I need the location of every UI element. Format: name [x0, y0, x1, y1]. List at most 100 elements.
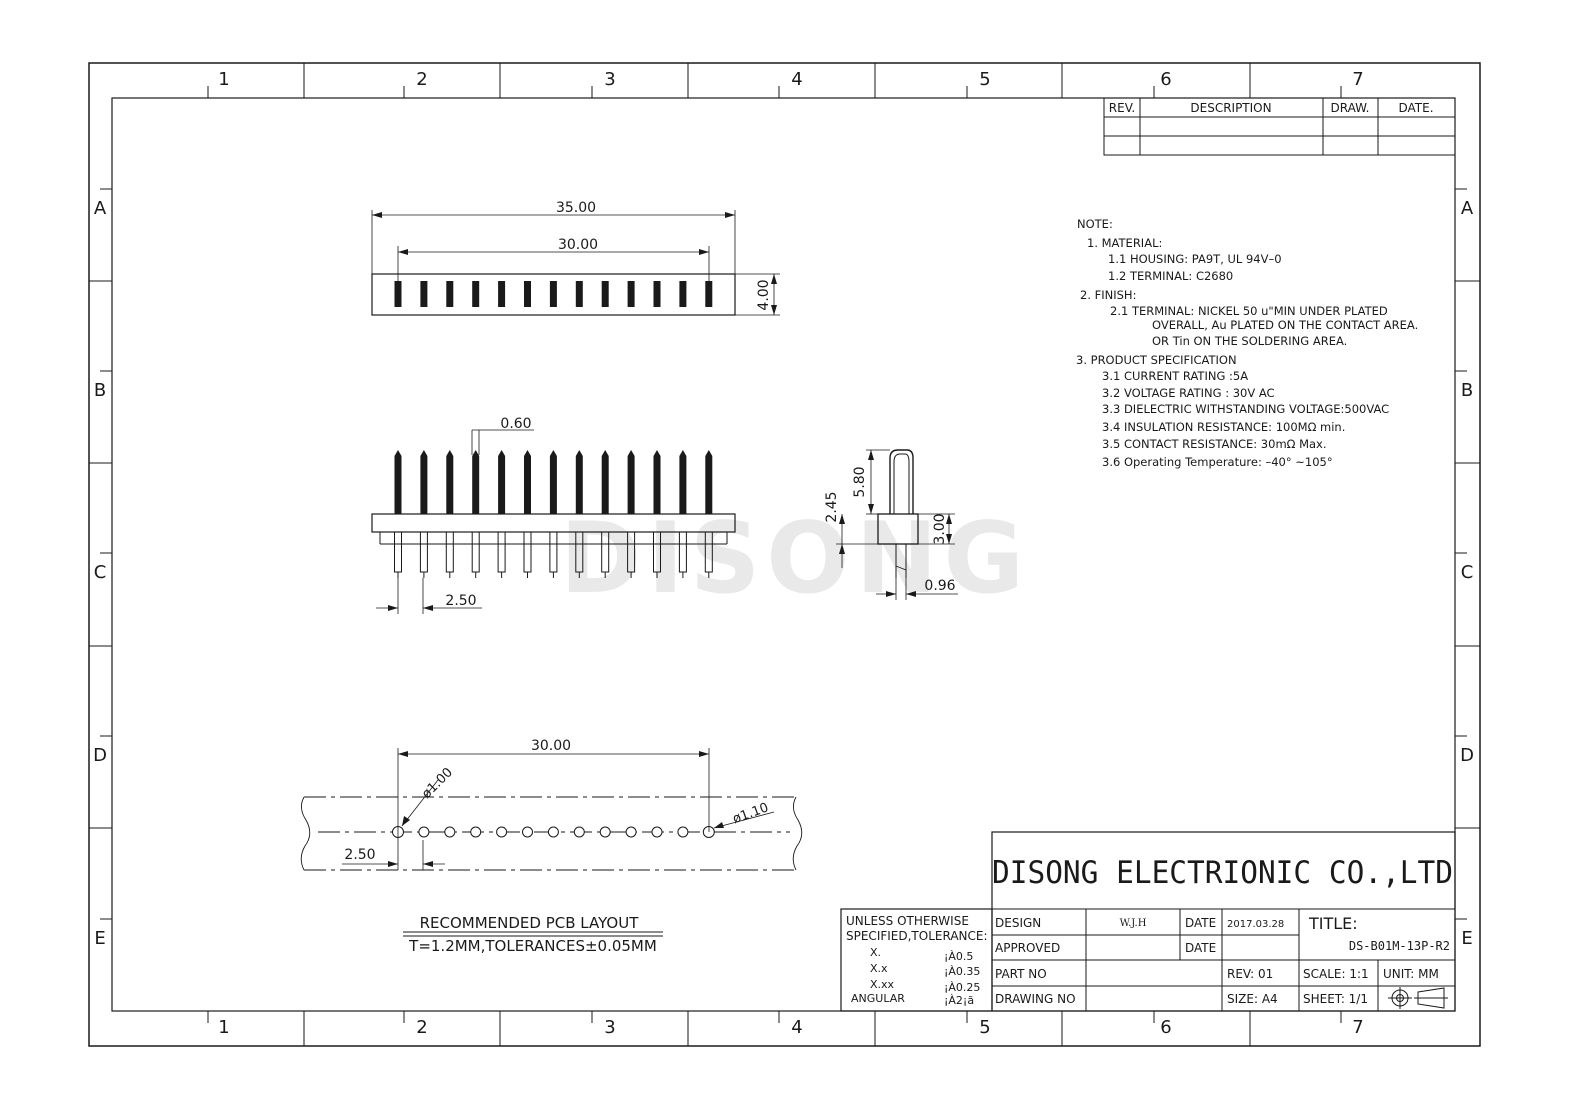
top-view-pin: [524, 281, 531, 307]
description-header: DESCRIPTION: [1190, 101, 1271, 115]
zone-col-label-top: 6: [1160, 69, 1171, 90]
dim-top-pitch-span: 30.00: [558, 237, 598, 253]
note-line: 3.5 CONTACT RESISTANCE: 30mΩ Max.: [1102, 437, 1327, 451]
pcb-hole: [444, 826, 456, 838]
approved-label: APPROVED: [995, 941, 1060, 955]
tol-angular-label: ANGULAR: [851, 992, 905, 1005]
note-line: 3.3 DIELECTRIC WITHSTANDING VOLTAGE:500V…: [1102, 402, 1389, 416]
zone-row-label-right: C: [1461, 562, 1474, 583]
pcb-hole: [547, 826, 559, 838]
note-line: 2. FINISH:: [1080, 288, 1136, 302]
zone-col-label-bottom: 6: [1160, 1017, 1171, 1038]
front-view-pins: [394, 450, 713, 578]
drawing-no-label: DRAWING NO: [995, 992, 1076, 1006]
zone-col-label-bottom: 3: [604, 1017, 615, 1038]
tolerance-heading-2: SPECIFIED,TOLERANCE:: [846, 929, 988, 943]
part-no-label: PART NO: [995, 967, 1047, 981]
dim-side-pin-height: 5.80: [852, 466, 868, 497]
rev-value: REV: 01: [1227, 967, 1273, 981]
note-line: 1.2 TERMINAL: C2680: [1108, 269, 1233, 283]
zone-row-label-right: B: [1461, 380, 1473, 401]
tol-x-value: ¡À0.5: [944, 950, 973, 963]
date-value: 2017.03.28: [1227, 919, 1284, 930]
zone-row-label-left: C: [94, 562, 107, 583]
note-line: OVERALL, Au PLATED ON THE CONTACT AREA.: [1152, 318, 1418, 332]
front-view-pin: [419, 450, 428, 578]
side-view-arrows: [839, 450, 952, 597]
note-line: 3.4 INSULATION RESISTANCE: 100MΩ min.: [1102, 420, 1345, 434]
note-line: 1. MATERIAL:: [1087, 236, 1162, 250]
top-view-pin: [549, 281, 557, 307]
unit-value: UNIT: MM: [1383, 967, 1439, 981]
tolerance-heading-1: UNLESS OTHERWISE: [846, 914, 969, 928]
tol-x-label: X.: [870, 946, 881, 959]
pcb-caption-spec: T=1.2MM,TOLERANCES±0.05MM: [408, 937, 657, 955]
scale-value: SCALE: 1:1: [1303, 967, 1369, 981]
front-view-pin: [704, 450, 713, 578]
note-line: 3. PRODUCT SPECIFICATION: [1076, 353, 1237, 367]
zone-row-label-right: E: [1461, 928, 1472, 949]
zone-row-label-right: A: [1461, 198, 1474, 219]
top-view: 35.00 30.00 4.00: [371, 200, 780, 316]
front-view-pin: [678, 450, 687, 578]
dim-pcb-hole-small: ø1.00: [419, 765, 456, 802]
pcb-hole: [651, 826, 663, 838]
projection-symbol-icon: [1388, 987, 1448, 1009]
date-label-2: DATE: [1185, 941, 1216, 955]
front-view-pin: [627, 450, 636, 578]
pcb-hole: [496, 826, 508, 838]
top-view-pin: [601, 281, 609, 307]
front-view-pin: [394, 450, 402, 578]
zone-col-label-bottom: 4: [791, 1017, 802, 1038]
top-view-pin: [679, 281, 687, 307]
dim-pcb-span: 30.00: [531, 738, 571, 754]
top-view-pin: [575, 281, 583, 307]
pcb-hole: [522, 826, 533, 838]
design-label: DESIGN: [995, 916, 1041, 930]
top-view-pin: [498, 281, 506, 307]
pcb-hole: [418, 826, 430, 838]
note-line: 3.1 CURRENT RATING :5A: [1102, 369, 1248, 383]
top-view-pin: [394, 281, 402, 307]
note-line: 3.2 VOLTAGE RATING : 30V AC: [1102, 386, 1275, 400]
front-view-pin: [653, 450, 661, 578]
title-block-lines: [840, 831, 1456, 1012]
top-view-pin: [446, 281, 454, 307]
pcb-hole: [625, 826, 637, 838]
dim-top-height: 4.00: [756, 279, 772, 310]
tol-angular-value: ¡À2¡ã: [944, 994, 974, 1007]
draw-header: DRAW.: [1331, 101, 1370, 115]
dim-top-overall: 35.00: [556, 200, 596, 216]
zone-col-label-top: 4: [791, 69, 802, 90]
drawing-frame: [88, 62, 1481, 1047]
zone-col-label-top: 3: [604, 69, 615, 90]
pcb-hole: [677, 826, 689, 838]
zone-col-label-top: 2: [416, 69, 427, 90]
front-view-pin: [549, 450, 558, 578]
company-name: DISONG ELECTRIONIC CO.,LTD: [992, 855, 1453, 891]
note-line: OR Tin ON THE SOLDERING AREA.: [1152, 334, 1347, 348]
notes-block: NOTE: 1. MATERIAL:1.1 HOUSING: PA9T, UL …: [1076, 217, 1418, 469]
zone-ticks: [89, 63, 1480, 1046]
zone-row-label-left: A: [94, 198, 107, 219]
front-view-pin: [497, 450, 506, 578]
zone-col-label-bottom: 1: [218, 1017, 229, 1038]
front-view: 0.60 2.50: [371, 416, 736, 614]
pcb-hole: [599, 826, 611, 838]
dim-side-offset: 2.45: [824, 491, 840, 522]
top-view-pin: [705, 281, 713, 307]
note-line: 2.1 TERMINAL: NICKEL 50 u"MIN UNDER PLAT…: [1110, 304, 1388, 318]
zone-row-label-left: B: [94, 380, 106, 401]
front-view-pin: [445, 450, 454, 578]
dim-pcb-pitch: 2.50: [344, 847, 375, 863]
note-line: 1.1 HOUSING: PA9T, UL 94V–0: [1108, 252, 1282, 266]
top-view-pin: [472, 281, 480, 307]
title-label: TITLE:: [1308, 914, 1358, 933]
dim-pin-width: 0.60: [500, 416, 531, 432]
date-label: DATE: [1185, 916, 1216, 930]
pcb-holes: [392, 826, 715, 838]
rev-header: REV.: [1109, 101, 1135, 115]
front-view-pin: [575, 450, 584, 578]
date-header: DATE.: [1398, 101, 1433, 115]
